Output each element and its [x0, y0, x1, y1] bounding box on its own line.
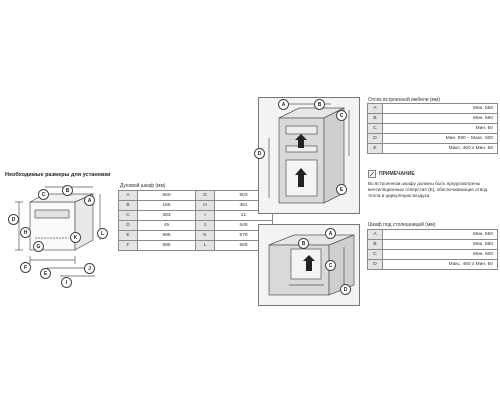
note-line: Во встроенном шкафу должны быть предусмо…: [368, 181, 481, 186]
installation-title: Необходимые размеры для установки: [5, 172, 111, 178]
note-pencil-icon: [368, 170, 376, 178]
counter-callout-b: B: [298, 238, 309, 249]
note-title: ПРИМЕЧАНИЕ: [379, 171, 415, 177]
cabinet-callout-b: B: [314, 99, 325, 110]
note-line: тепла и циркуляцию воздуха.: [368, 193, 431, 199]
callout-j: J: [84, 263, 95, 274]
callout-i: I: [61, 277, 72, 288]
callout-e: E: [40, 268, 51, 279]
callout-d: D: [8, 214, 19, 225]
oven-diagram: [15, 186, 101, 277]
callout-c: C: [38, 189, 49, 200]
cabinet-callout-c: C: [336, 110, 347, 121]
callout-k: K: [70, 232, 81, 243]
counter-callout-d: D: [340, 284, 351, 295]
callout-l: L: [97, 228, 108, 239]
callout-f: F: [20, 262, 31, 273]
note-text: Во встроенном шкафу должны быть предусмо…: [368, 181, 487, 200]
callout-b: B: [62, 185, 73, 196]
note-line: вентиляционные отверстия (E), обеспечива…: [368, 187, 488, 193]
cabinet-callout-d: D: [254, 148, 265, 159]
counter-callout-c: C: [325, 260, 336, 271]
built-in-cabinet-diagram: [268, 103, 350, 204]
cabinet-callout-a: A: [278, 99, 289, 110]
oven-table-title: Духовой шкаф (мм): [120, 183, 166, 189]
under-counter-diagram-panel: [258, 224, 360, 306]
counter-table-title: Шкаф под столешницей (мм): [368, 222, 436, 228]
under-counter-diagram: [268, 234, 355, 296]
callout-h: H: [20, 227, 31, 238]
cabinet-callout-e: E: [336, 184, 347, 195]
callout-g: G: [33, 241, 44, 252]
counter-callout-a: A: [325, 228, 336, 239]
callout-a: A: [84, 195, 95, 206]
note-header: ПРИМЕЧАНИЕ: [368, 170, 415, 178]
cabinet-table-title: Отсек встроенной мебели (мм): [368, 97, 441, 103]
